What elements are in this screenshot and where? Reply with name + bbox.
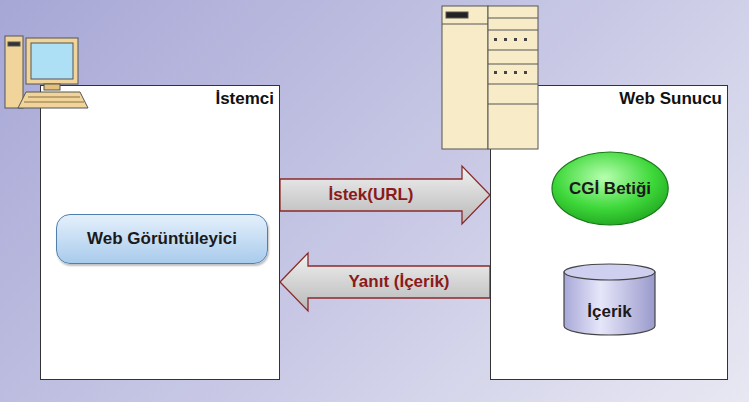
block-arrow — [280, 166, 490, 224]
server-box: Web SunucuCGİ Betiğiİçerik — [490, 85, 728, 380]
node-label: Web Görüntüleyici — [87, 229, 237, 249]
browser-box: Web Görüntüleyici — [56, 214, 268, 264]
arrow-label: Yanıt (İçerik) — [348, 272, 449, 292]
arrow-label: İstek(URL) — [328, 185, 413, 205]
content-cylinder: İçerik — [563, 263, 656, 336]
block-arrow — [280, 253, 490, 311]
shape-outline — [563, 263, 656, 336]
server-icon — [442, 6, 538, 149]
script-ellipse: CGİ Betiği — [551, 151, 669, 226]
computer-icon — [5, 36, 88, 108]
box-title: Web Sunucu — [619, 89, 722, 109]
node-label: CGİ Betiği — [569, 179, 651, 199]
client-box: İstemciWeb Görüntüleyici — [40, 85, 280, 380]
box-title: İstemci — [215, 89, 274, 109]
node-label: İçerik — [587, 302, 631, 322]
